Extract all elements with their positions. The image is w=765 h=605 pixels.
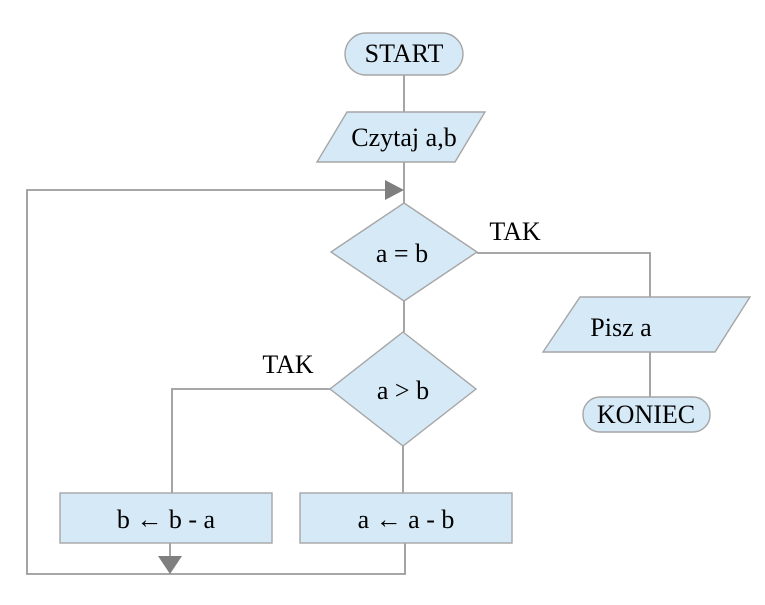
end-label: KONIEC bbox=[597, 400, 695, 429]
edge-decision-eq-yes-to-write bbox=[477, 252, 651, 297]
node-decision-a-eq-b: a = b bbox=[329, 202, 479, 302]
assign-b-down-arrowhead-icon bbox=[158, 556, 182, 574]
decision-a-gt-b-label: a > b bbox=[377, 376, 429, 405]
assign-b-process-shape bbox=[59, 492, 273, 544]
end-terminator-shape bbox=[582, 396, 711, 433]
assign-a-label: a ← a - b bbox=[358, 505, 455, 534]
node-assign-b: b ← b - a bbox=[59, 492, 273, 544]
decision-a-gt-b-diamond-shape bbox=[328, 331, 478, 447]
node-decision-a-gt-b: a > b bbox=[328, 331, 478, 447]
node-assign-a: a ← a - b bbox=[299, 492, 513, 544]
start-label: START bbox=[365, 39, 444, 68]
edge-decision-gt-yes-to-assign-b bbox=[171, 388, 330, 493]
edge-label-eq-yes: TAK bbox=[489, 217, 541, 246]
node-start: START bbox=[344, 32, 464, 76]
edge-loop-back bbox=[26, 189, 406, 575]
arrowheads bbox=[158, 180, 404, 574]
loop-right-arrowhead-icon bbox=[385, 180, 404, 200]
decision-a-eq-b-diamond-shape bbox=[329, 202, 479, 302]
node-end: KONIEC bbox=[582, 396, 711, 433]
decision-a-eq-b-label: a = b bbox=[376, 239, 428, 268]
connectors bbox=[26, 75, 651, 575]
read-input-label: Czytaj a,b bbox=[351, 123, 456, 152]
write-output-parallelogram-shape bbox=[541, 296, 752, 353]
write-output-label: Pisz a bbox=[590, 313, 652, 342]
node-write-output: Pisz a bbox=[541, 296, 752, 353]
node-read-input: Czytaj a,b bbox=[315, 111, 487, 163]
assign-b-label: b ← b - a bbox=[117, 505, 216, 534]
nodes: START Czytaj a,b a = b TAK Pisz a KONIEC bbox=[59, 32, 752, 544]
edge-label-gt-yes: TAK bbox=[262, 350, 314, 379]
read-input-parallelogram-shape bbox=[315, 111, 487, 163]
assign-a-process-shape bbox=[299, 492, 513, 544]
start-terminator-shape bbox=[344, 32, 464, 76]
